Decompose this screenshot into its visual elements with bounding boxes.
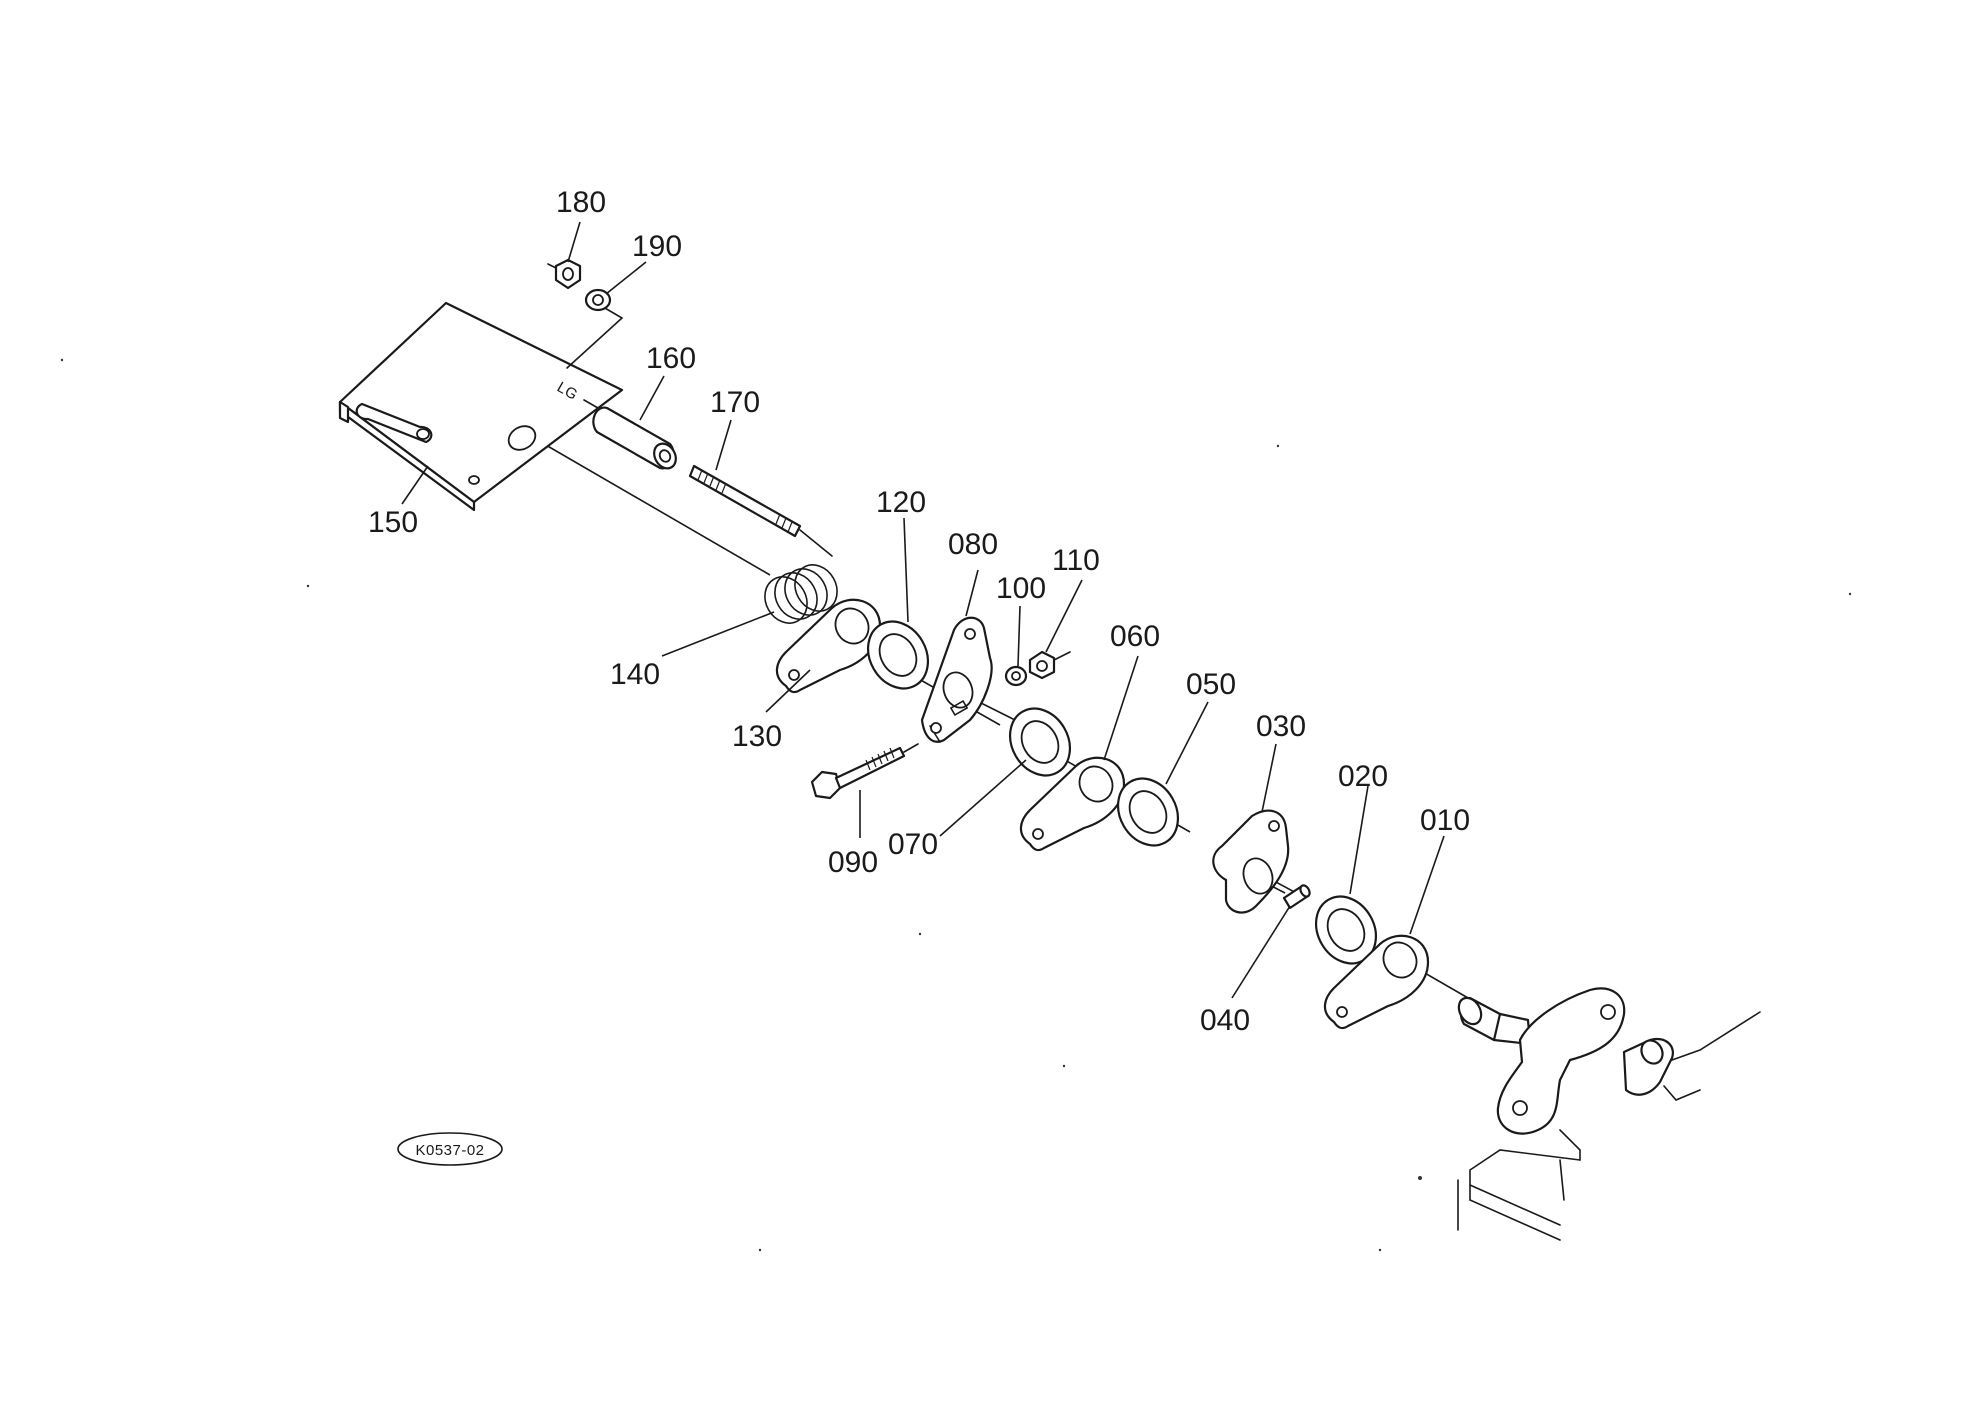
- callout-160: 160: [646, 342, 696, 375]
- callout-080: 080: [948, 528, 998, 561]
- washer-070: [1008, 707, 1072, 777]
- callout-labels: 180 190 160 170 150 120 080 100 110 060 …: [368, 186, 1470, 1037]
- callout-060: 060: [1110, 620, 1160, 653]
- nut-180: [547, 258, 582, 290]
- callout-100: 100: [996, 572, 1046, 605]
- callout-170: 170: [710, 386, 760, 419]
- callout-020: 020: [1338, 760, 1388, 793]
- washer-020: [1314, 895, 1378, 965]
- callout-070: 070: [888, 828, 938, 861]
- washer-050: [1116, 777, 1180, 847]
- callout-110: 110: [1052, 544, 1100, 577]
- pin-040: [1282, 884, 1311, 910]
- drawing-code-badge: K0537-02: [397, 1132, 503, 1166]
- bolt-090: [810, 743, 919, 800]
- callout-030: 030: [1256, 710, 1306, 743]
- lever-030: [1212, 809, 1290, 914]
- scan-specks: [60, 358, 1852, 1252]
- drawing-code: K0537-02: [415, 1142, 484, 1159]
- callout-180: 180: [556, 186, 606, 219]
- callout-150: 150: [368, 506, 418, 539]
- leader-lines: [401, 221, 1445, 999]
- callout-050: 050: [1186, 668, 1236, 701]
- spring-140: [764, 564, 838, 624]
- link-010: [1323, 934, 1430, 1030]
- link-130: [775, 598, 882, 694]
- washer-190: [584, 288, 612, 312]
- lever-080: [920, 616, 993, 743]
- callout-120: 120: [876, 486, 926, 519]
- link-060: [1019, 756, 1126, 852]
- callout-130: 130: [732, 720, 782, 753]
- callout-010: 010: [1420, 804, 1470, 837]
- callout-040: 040: [1200, 1004, 1250, 1037]
- washer-120: [866, 620, 930, 690]
- nut-110: [1028, 650, 1071, 680]
- callout-140: 140: [610, 658, 660, 691]
- housing-body: [1418, 987, 1761, 1241]
- sleeve-160: [583, 399, 677, 470]
- stud-bolt-170: [688, 464, 833, 557]
- callout-190: 190: [632, 230, 682, 263]
- plate-150: LG: [338, 301, 624, 512]
- washer-100: [1004, 665, 1028, 687]
- callout-090: 090: [828, 846, 878, 879]
